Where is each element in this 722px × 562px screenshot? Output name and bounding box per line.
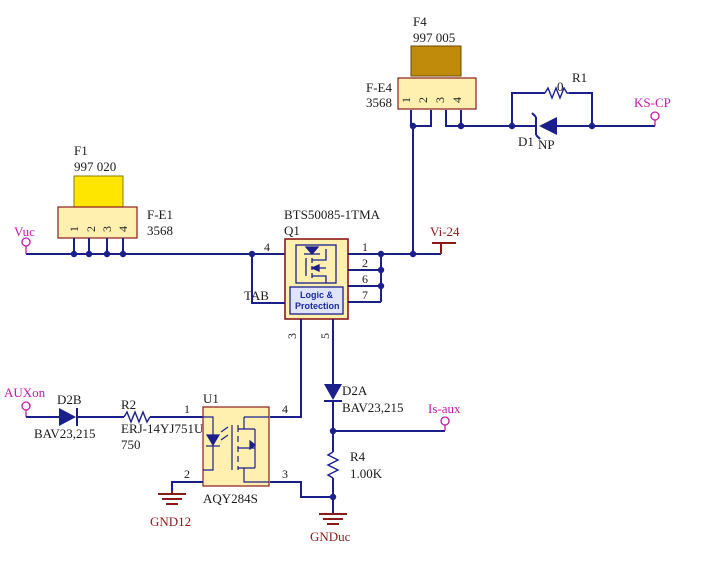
q1-pin-4: 4 xyxy=(264,240,270,254)
u1-pin-1: 1 xyxy=(184,402,190,416)
f4-holder-part: 3568 xyxy=(366,95,392,110)
d2a-r4-wiring xyxy=(270,401,445,514)
f4-ref: F4 xyxy=(413,14,427,29)
u1-pin-3: 3 xyxy=(282,467,288,481)
q1-pin-6: 6 xyxy=(362,272,368,286)
port-vi-24[interactable]: Vi-24 xyxy=(430,224,460,254)
q1-pin-5: 5 xyxy=(318,333,332,339)
u1-part: AQY284S xyxy=(203,491,258,506)
d1-diode-symbol xyxy=(539,117,557,135)
f4-fuse-body xyxy=(410,45,462,77)
ground-gnd12-icon xyxy=(158,491,186,505)
f1-ref: F1 xyxy=(74,143,88,158)
r2-value: 750 xyxy=(121,437,141,452)
u1-wiring xyxy=(171,481,203,491)
u1-relay-icon xyxy=(203,416,269,483)
d2b-ref: D2B xyxy=(57,392,82,407)
d1-value: NP xyxy=(538,137,555,152)
port-auxon[interactable]: AUXon xyxy=(4,385,46,417)
q1-pin-2: 2 xyxy=(362,256,368,270)
q1-wiring xyxy=(251,250,441,418)
f4-wiring xyxy=(409,110,512,254)
f1-wiring xyxy=(26,238,285,258)
u1-pin-4: 4 xyxy=(282,402,288,416)
f4-holder-ref: F-E4 xyxy=(366,80,393,95)
port-vi-24-label: Vi-24 xyxy=(430,224,460,239)
d2a-diode[interactable]: D2A BAV23,215 xyxy=(324,383,404,415)
r2-part: ERJ-14YJ751U xyxy=(121,421,204,436)
d2a-part: BAV23,215 xyxy=(342,400,404,415)
port-vuc-label: Vuc xyxy=(14,224,35,239)
ground-gnduc-icon xyxy=(319,513,347,525)
d2a-ref: D2A xyxy=(342,383,368,398)
u1-pin-2: 2 xyxy=(184,467,190,481)
port-ks-cp-label: KS-CP xyxy=(634,95,671,110)
fuse-f4[interactable]: F4 997 005 1 2 3 4 F-E4 3568 xyxy=(366,14,477,110)
r4-value: 1.00K xyxy=(350,466,383,481)
port-vuc[interactable]: Vuc xyxy=(14,224,35,254)
q1-ref: Q1 xyxy=(284,223,300,238)
f1-pin-4: 4 xyxy=(116,226,130,232)
d2b-part: BAV23,215 xyxy=(34,426,96,441)
fuse-f1[interactable]: F1 997 020 1 2 3 4 F-E1 3568 xyxy=(57,143,173,239)
d1-ref: D1 xyxy=(518,134,534,149)
d2b-diode-symbol xyxy=(59,408,76,426)
f4-pin-4: 4 xyxy=(450,97,464,103)
q1-pin-3: 3 xyxy=(285,333,299,339)
f1-holder-body xyxy=(57,206,138,239)
r1-value: 0 xyxy=(557,79,564,94)
f1-pin-1: 1 xyxy=(67,226,81,232)
d2a-diode-symbol xyxy=(324,384,342,400)
f1-pin-2: 2 xyxy=(84,226,98,232)
r1-resistor-symbol xyxy=(544,86,569,100)
f4-pin-2: 2 xyxy=(416,97,430,103)
port-is-aux[interactable]: Is-aux xyxy=(428,401,461,431)
d2b-diode[interactable]: D2B BAV23,215 xyxy=(34,392,96,441)
ground-gnd12-label: GND12 xyxy=(150,514,191,529)
q1-pin-1: 1 xyxy=(362,240,368,254)
auxon-wiring xyxy=(26,410,203,424)
f1-value: 997 020 xyxy=(74,159,116,174)
port-auxon-label: AUXon xyxy=(4,385,46,400)
f1-fuse-body xyxy=(73,175,124,208)
q1-pin-7: 7 xyxy=(362,288,368,302)
q1-high-side-switch[interactable]: BTS50085-1TMA Q1 Logic & Protection 4 1 … xyxy=(244,207,381,339)
f4-value: 997 005 xyxy=(413,30,455,45)
q1-logic-line2: Protection xyxy=(295,301,340,311)
f4-pin-3: 3 xyxy=(433,97,447,103)
q1-tab-label: TAB xyxy=(244,288,269,303)
port-ks-cp[interactable]: KS-CP xyxy=(634,95,671,126)
q1-part: BTS50085-1TMA xyxy=(284,207,381,222)
r1-ref: R1 xyxy=(572,70,587,85)
f1-holder-part: 3568 xyxy=(147,223,173,238)
q1-mosfet-icon xyxy=(295,244,337,284)
ground-gnduc-label: GNDuc xyxy=(310,529,351,544)
f1-pin-3: 3 xyxy=(100,226,114,232)
f4-pin-1: 1 xyxy=(399,97,413,103)
u1-photomos-relay[interactable]: U1 1 2 3 4 AQY284S xyxy=(184,391,288,506)
q1-logic-line1: Logic & xyxy=(300,290,333,300)
port-is-aux-label: Is-aux xyxy=(428,401,461,416)
u1-ref: U1 xyxy=(203,391,219,406)
f4-holder-body xyxy=(397,77,477,110)
r2-ref: R2 xyxy=(121,397,136,412)
r4-resistor-symbol xyxy=(326,451,340,479)
f1-holder-ref: F-E1 xyxy=(147,207,173,222)
r2-resistor-symbol xyxy=(123,410,151,424)
q1-logic-block xyxy=(289,286,344,315)
r1-d1-network: R1 0 D1 NP xyxy=(508,70,655,152)
r4-ref: R4 xyxy=(350,449,366,464)
